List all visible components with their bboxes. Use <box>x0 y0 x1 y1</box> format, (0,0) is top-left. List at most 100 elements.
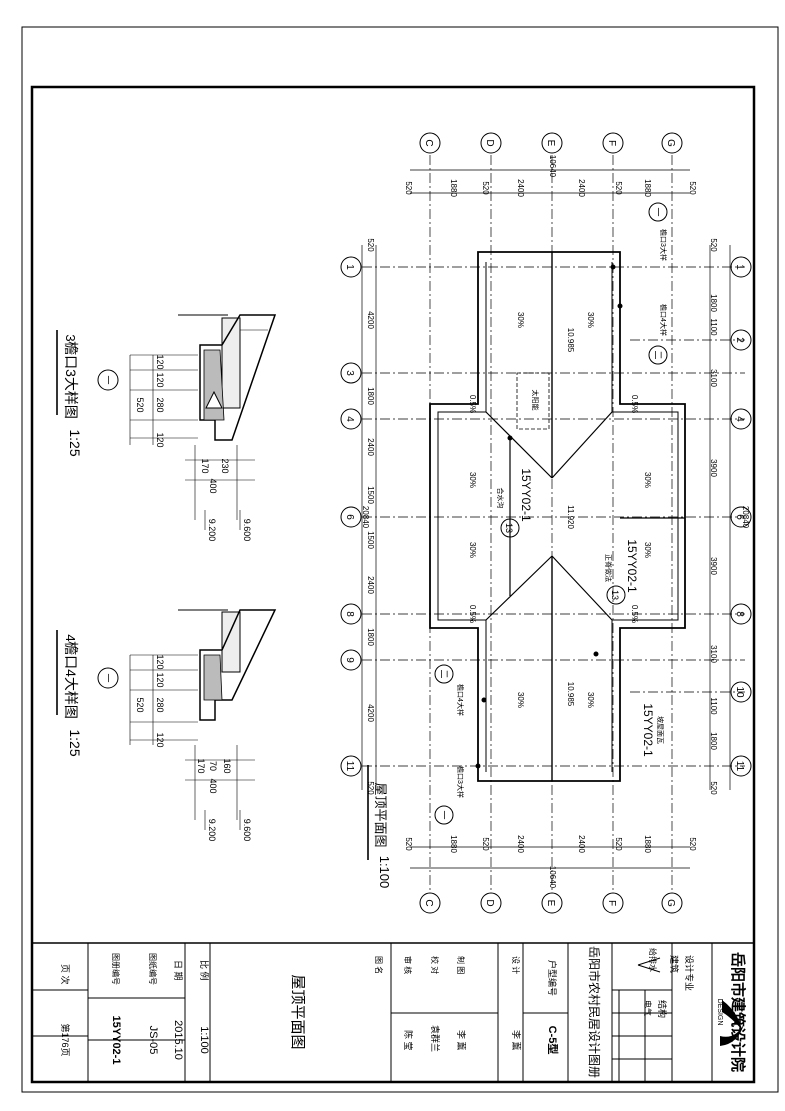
design-major-label: 设计专业 <box>684 955 695 991</box>
dim-l-9: 4200 <box>366 704 375 722</box>
d4-dim-v2: 120 <box>155 672 165 687</box>
axis-e-top: E <box>545 140 556 147</box>
ref-roof-atlas: 15YY02-1 <box>641 703 655 757</box>
dim-w-8: 520 <box>688 181 697 195</box>
label-valley: 合水沟 <box>496 488 505 509</box>
dim-w-5: 2400 <box>577 179 586 197</box>
axis-6-right: 6 <box>734 514 745 520</box>
d3-dim-v5: 120 <box>155 432 165 447</box>
dim-l-3: 1800 <box>366 387 375 405</box>
elev-ridge-1: 10.985 <box>566 328 575 353</box>
dim-r-8: 1100 <box>709 697 718 715</box>
mark-two-top: 二 <box>653 350 663 359</box>
title-block <box>32 942 754 1082</box>
drawing-name: 屋顶平面图 <box>289 974 306 1049</box>
detail4-num: 4 <box>63 634 78 641</box>
slope-5: 30% <box>468 542 477 558</box>
d4-dim-v1: 120 <box>155 654 165 669</box>
axis-f-top: F <box>606 140 617 146</box>
role-review-label: 审 核 <box>403 956 413 974</box>
role-design-label: 设 计 <box>511 956 521 974</box>
label-eave4-top: 檐口4大样 <box>659 304 668 336</box>
d3-dim-v2: 120 <box>155 372 165 387</box>
slope-2: 30% <box>586 312 595 328</box>
axis-1-left: 1 <box>344 264 355 270</box>
dim-w-2: 1880 <box>449 179 458 197</box>
d3-dim-v3: 280 <box>155 397 165 412</box>
dim-r-5: 3900 <box>709 459 718 477</box>
dim-wb-5: 2400 <box>577 835 586 853</box>
drawing-name-label: 图 名 <box>374 956 384 974</box>
ref-ridge-num: 13 <box>610 590 620 600</box>
d3-level-1: 9.200 <box>207 519 217 542</box>
detail-3-drawing <box>97 314 277 530</box>
axis-bubbles <box>340 132 752 914</box>
page-value: 第176页 <box>60 1023 71 1056</box>
slope-gutter-4: 0.5% <box>630 605 639 623</box>
axis-9-left: 9 <box>344 657 355 663</box>
dim-r-10: 520 <box>709 781 718 795</box>
axis-11-right: 11 <box>734 761 745 772</box>
major-plumbing: 给排水 <box>648 948 658 972</box>
detail-4-drawing <box>97 609 277 830</box>
drawing-no-label: 图纸编号 <box>148 953 158 985</box>
d4-dim-v5: 120 <box>155 732 165 747</box>
role-review-name: 陈 莹 <box>403 1030 414 1051</box>
axis-6-left: 6 <box>344 514 355 520</box>
axis-11-left: 11 <box>344 761 355 772</box>
dim-w-3: 520 <box>481 181 490 195</box>
axis-8-left: 8 <box>344 611 355 617</box>
detail4-mark: 一 <box>103 673 113 682</box>
solar-panel-outline <box>516 372 550 430</box>
detail3-mark: 一 <box>103 375 113 384</box>
company-name: 岳阳市建筑设计院 <box>729 952 747 1072</box>
role-check-name: 袁群兰 <box>430 1025 441 1052</box>
d4-level-2: 9.600 <box>242 819 252 842</box>
d4-dim-v4: 520 <box>135 697 145 712</box>
dim-l-10: 520 <box>366 781 375 795</box>
dim-l-7: 2400 <box>366 576 375 594</box>
slope-6: 30% <box>643 542 652 558</box>
d3-dim-h1: 170 <box>200 458 210 473</box>
role-draw-name: 李 薰 <box>456 1030 467 1051</box>
detail3-num: 3 <box>63 334 78 341</box>
atlas-no-label: 图册编号 <box>111 953 121 985</box>
label-roof-finish: 坡屋面瓦 <box>656 716 665 744</box>
ref-valley-num: 13 <box>504 523 514 533</box>
slope-gutter-3: 0.5% <box>468 605 477 623</box>
dim-wb-2: 1880 <box>449 835 458 853</box>
label-solar: 太阳能 <box>531 390 540 411</box>
dim-r-6: 3900 <box>709 557 718 575</box>
label-eave3-top: 檐口3大样 <box>659 229 668 261</box>
plan-scale: 1:100 <box>377 856 392 889</box>
roof-plan <box>340 132 752 914</box>
dim-wb-7: 1880 <box>643 835 652 853</box>
major-structure: 结构 <box>657 1000 668 1018</box>
d3-dim-h2: 230 <box>220 458 230 473</box>
dim-r-1: 520 <box>709 238 718 252</box>
mark-two-bottom: 二 <box>439 669 449 678</box>
slope-8: 30% <box>586 692 595 708</box>
sheet-border <box>30 85 756 1084</box>
scale-label: 比 例 <box>199 960 210 981</box>
label-eave4-bottom: 檐口4大样 <box>456 684 465 716</box>
house-type-value: C-5型 <box>546 1026 560 1055</box>
dim-l-8: 1800 <box>366 628 375 646</box>
d3-dim-h3: 400 <box>208 478 218 493</box>
role-draw-label: 制 图 <box>456 956 466 974</box>
axis-1-right: 1 <box>734 264 745 270</box>
house-type-label: 户型编号 <box>547 960 558 996</box>
page-label: 页 次 <box>60 964 71 985</box>
axis-g-bottom: G <box>665 899 676 907</box>
elev-ridge-2: 11.920 <box>566 505 575 529</box>
d4-dim-v3: 280 <box>155 697 165 712</box>
atlas-no-value: 15YY02-1 <box>110 1016 122 1065</box>
plan-title: 屋顶平面图 <box>373 782 388 847</box>
dim-w-1: 520 <box>404 181 413 195</box>
axis-c-bottom: C <box>423 899 434 906</box>
label-ridge: 正脊做法 <box>604 554 613 582</box>
project-title: 岳阳市农村民居设计图册 <box>587 946 602 1078</box>
detail3-title: 檐口3大样图 <box>63 341 79 419</box>
major-electrical: 电气 <box>643 1000 653 1016</box>
